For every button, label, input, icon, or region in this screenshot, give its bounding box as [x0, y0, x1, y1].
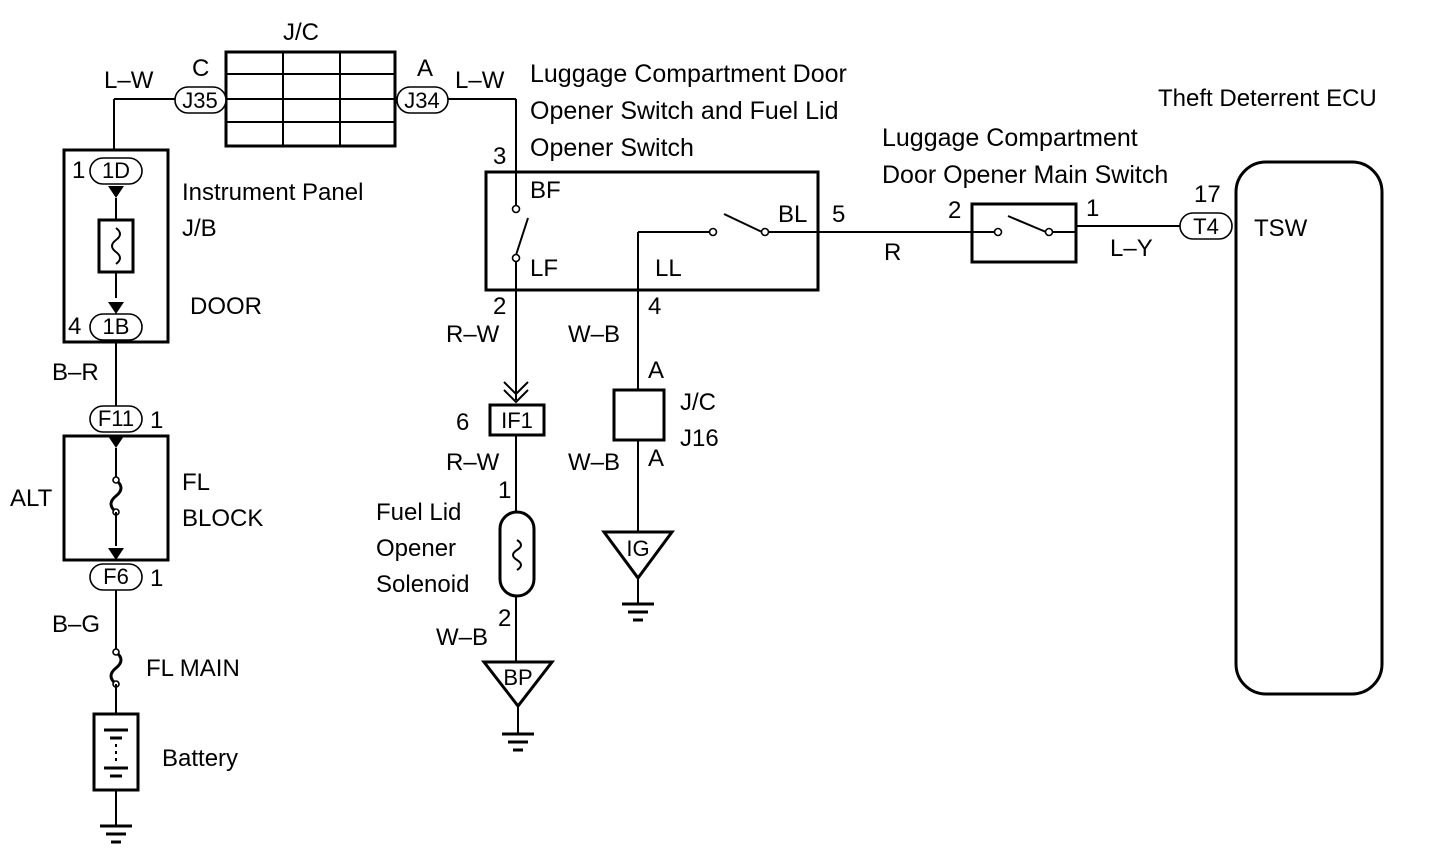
connector-f11-label: F11 — [98, 406, 134, 431]
terminal-lf: LF — [530, 255, 558, 282]
main-switch-title-1: Luggage Compartment — [882, 124, 1138, 152]
wire-label-br: B–R — [52, 359, 99, 386]
terminal-bf: BF — [530, 177, 561, 204]
battery-symbol — [92, 712, 140, 844]
connector-j35: J35 — [174, 86, 227, 114]
connector-j34: J34 — [396, 86, 449, 114]
connector-f11-pin: 1 — [150, 407, 163, 434]
terminal-ll: LL — [655, 255, 682, 282]
jc-j16-id: J16 — [680, 425, 719, 452]
theft-deterrent-ecu: T4 — [1179, 160, 1384, 696]
solenoid-label-2: Opener — [376, 535, 456, 562]
connector-f6-label: F6 — [103, 564, 129, 589]
instrument-panel-title: Instrument Panel — [182, 179, 363, 206]
ground-bp-label: BP — [503, 665, 532, 690]
jc-top-label: J/C — [283, 19, 319, 46]
junction-connector-j16 — [612, 388, 666, 442]
wire-label-rw-lower: R–W — [446, 449, 500, 476]
connector-1b-label: 1B — [103, 314, 130, 339]
solenoid-pin-2: 2 — [498, 605, 511, 632]
wire-label-wb-jc: W–B — [568, 449, 620, 476]
terminal-bl: BL — [778, 201, 807, 228]
ecu-pin-17: 17 — [1194, 181, 1221, 208]
battery-label: Battery — [162, 745, 238, 772]
ground-bp: BP — [480, 660, 556, 752]
terminal-tsw: TSW — [1254, 215, 1308, 242]
ground-ig-label: IG — [626, 536, 649, 561]
wire-label-r: R — [884, 239, 901, 266]
connector-if1-pin: 6 — [456, 409, 469, 436]
connector-if1: IF1 — [488, 381, 546, 437]
connector-t4-label: T4 — [1193, 214, 1219, 239]
jc-j16-label: J/C — [680, 389, 716, 416]
fuse-alt-label: ALT — [10, 485, 53, 512]
wire-label-lw-left: L–W — [104, 67, 154, 94]
instrument-panel-jb: 1D 1 1B 4 — [62, 148, 170, 344]
opener-switch-title-3: Opener Switch — [530, 134, 694, 162]
wire-label-ly: L–Y — [1110, 235, 1153, 262]
connector-f6-pin: 1 — [150, 565, 163, 592]
wire-label-rw-upper: R–W — [446, 321, 500, 348]
instrument-panel-subtitle: J/B — [182, 215, 217, 242]
fuse-door-label: DOOR — [190, 293, 262, 320]
connector-j35-label: J35 — [182, 88, 217, 113]
wire-label-wb-solenoid: W–B — [436, 624, 488, 651]
main-switch-pin-2: 2 — [948, 197, 961, 224]
wire-label-lw-right: L–W — [455, 67, 505, 94]
fl-main-label: FL MAIN — [146, 655, 240, 682]
connector-if1-label: IF1 — [501, 408, 533, 433]
main-switch-box — [970, 202, 1078, 264]
opener-switch-pin-5: 5 — [832, 201, 845, 228]
fl-block-title: FL — [182, 469, 210, 496]
ground-ig: IG — [601, 530, 675, 622]
connector-j34-label: J34 — [404, 88, 439, 113]
main-switch-title-2: Door Opener Main Switch — [882, 161, 1168, 189]
connector-1b-pin: 4 — [68, 313, 81, 340]
junction-connector-top: J/C C A — [192, 19, 433, 148]
fl-block-subtitle: BLOCK — [182, 505, 263, 532]
opener-switch-pin-2: 2 — [493, 293, 506, 320]
solenoid-label-3: Solenoid — [376, 571, 469, 598]
jc-pin-c: C — [192, 55, 209, 82]
solenoid-label-1: Fuel Lid — [376, 499, 461, 526]
opener-switch-pin-3: 3 — [493, 143, 506, 170]
connector-1d-pin: 1 — [72, 157, 85, 184]
jc-j16-pin-top: A — [648, 357, 664, 384]
jc-pin-a: A — [417, 55, 433, 82]
jc-j16-pin-bottom: A — [648, 445, 664, 472]
main-switch-pin-1: 1 — [1086, 195, 1099, 222]
connector-1d-label: 1D — [102, 158, 130, 183]
fl-main-fuse — [109, 648, 123, 688]
wire-label-bg: B–G — [52, 611, 100, 638]
opener-switch-title-1: Luggage Compartment Door — [530, 60, 847, 88]
wire-label-wb-switch: W–B — [568, 321, 620, 348]
ecu-title: Theft Deterrent ECU — [1158, 85, 1377, 112]
fl-block: F11 1 F6 1 — [62, 405, 170, 592]
opener-switch-title-2: Opener Switch and Fuel Lid — [530, 97, 839, 125]
opener-switch-pin-4: 4 — [648, 293, 661, 320]
solenoid-pin-1: 1 — [498, 477, 511, 504]
fuel-lid-solenoid — [498, 510, 536, 598]
